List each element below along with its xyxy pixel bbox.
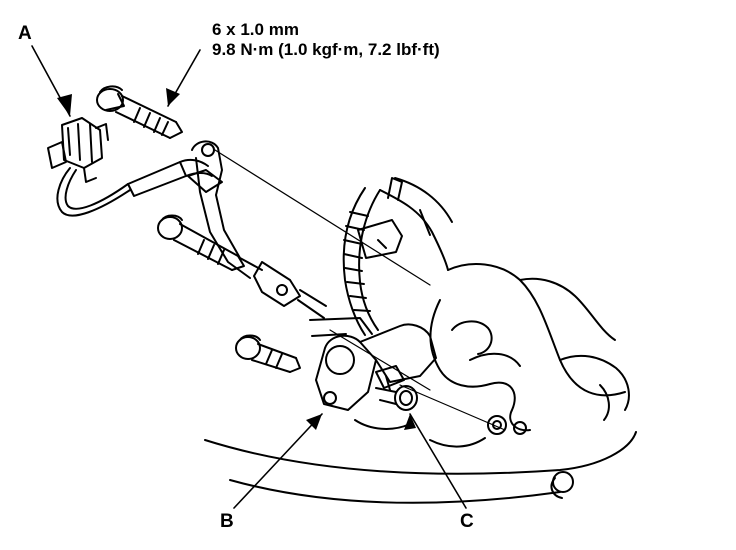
connector-a	[48, 118, 108, 182]
engine-block-outline	[205, 178, 636, 503]
alignment-lines	[215, 150, 505, 430]
bolt-size-label: 6 x 1.0 mm	[212, 20, 299, 39]
callout-label-c: C	[460, 511, 474, 532]
middle-bolt	[158, 216, 244, 271]
callout-label-b: B	[220, 511, 234, 532]
upper-bolt	[97, 86, 182, 138]
callout-label-a: A	[18, 23, 32, 44]
o-ring-c	[376, 386, 417, 410]
sensor-body-b	[310, 318, 436, 410]
lower-bolt	[236, 336, 300, 373]
bolt-torque-label: 9.8 N·m (1.0 kgf·m, 7.2 lbf·ft)	[212, 40, 440, 59]
arrowheads	[57, 88, 416, 430]
harness-bracket	[188, 141, 326, 318]
corrugated-tube	[344, 178, 402, 335]
sensor-harness	[57, 160, 212, 216]
